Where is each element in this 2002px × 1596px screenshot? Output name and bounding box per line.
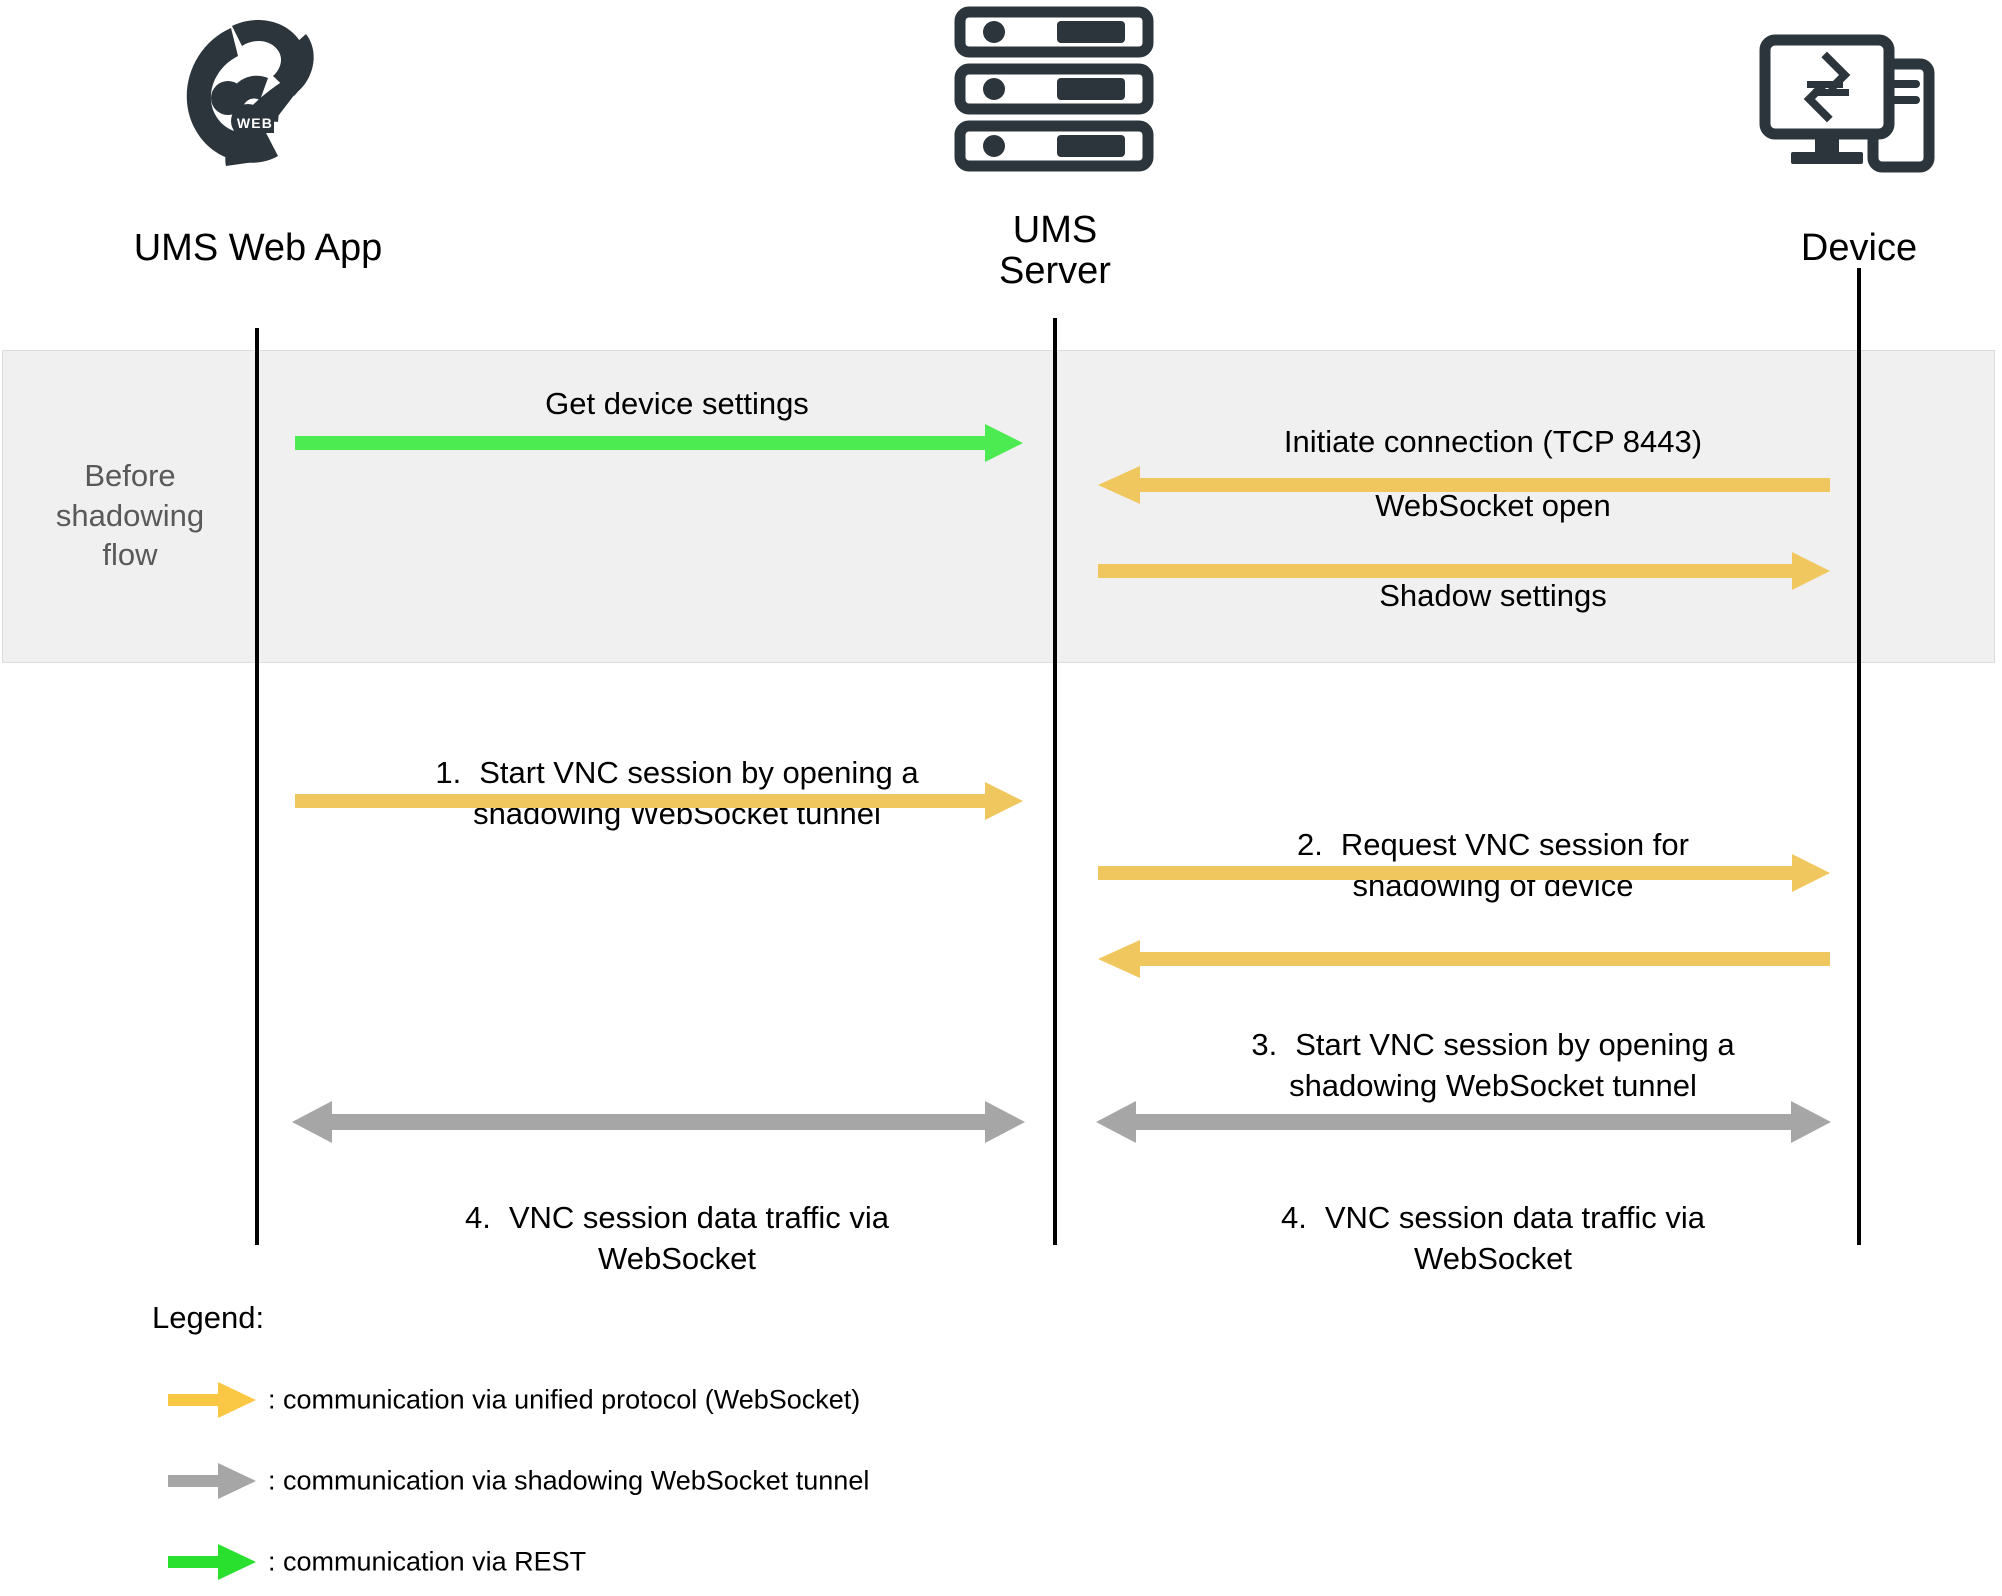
lifeline-device — [1857, 268, 1861, 1245]
svg-text:WEB: WEB — [237, 115, 273, 131]
message-label-initiate-connection: Initiate connection (TCP 8443) — [1283, 424, 1703, 459]
message-arrow-step-4-right — [1096, 1101, 1831, 1143]
message-label-websocket-open: WebSocket open — [1375, 488, 1611, 523]
message-number-step-2: 2. — [1297, 827, 1323, 863]
message-number-step-3: 3. — [1251, 1027, 1278, 1063]
legend-row-rest: : communication via REST — [168, 1540, 1068, 1584]
message-arrow-step-2 — [1098, 854, 1830, 892]
legend-row-shadow-tunnel: : communication via shadowing WebSocket … — [168, 1459, 1068, 1503]
actor-label-device: Device — [1800, 227, 1918, 269]
message-arrow-step-4-left — [292, 1101, 1025, 1143]
message-number-step-1: 1. — [435, 755, 462, 791]
lifeline-ums-web-app — [255, 328, 259, 1245]
phase-band-before-shadowing — [2, 350, 1995, 663]
message-arrow-websocket-open — [1098, 552, 1830, 590]
legend-arrow-unified-protocol-icon — [168, 1382, 256, 1418]
message-arrow-step-3 — [1098, 940, 1830, 978]
legend-title: Legend: — [152, 1300, 265, 1335]
legend-arrow-shadow-tunnel-icon — [168, 1463, 256, 1499]
actor-label-ums-server: UMS Server — [999, 209, 1111, 293]
message-label-step-4-right: 4. VNC session data traffic via WebSocket — [1093, 1158, 1893, 1279]
phase-band-label: Before shadowing flow — [55, 458, 205, 573]
lifeline-ums-server — [1053, 318, 1057, 1245]
server-rack-icon — [954, 6, 1154, 172]
message-text-step-4-left: VNC session data traffic via WebSocket — [508, 1200, 890, 1276]
legend-text-unified-protocol: : communication via unified protocol (We… — [268, 1384, 861, 1415]
legend-arrow-rest-icon — [168, 1544, 256, 1580]
desktop-device-icon — [1759, 34, 1935, 173]
message-label-get-device-settings: Get device settings — [545, 386, 809, 421]
legend-row-unified-protocol: : communication via unified protocol (We… — [168, 1378, 1068, 1422]
message-text-step-4-right: VNC session data traffic via WebSocket — [1324, 1200, 1706, 1276]
ums-web-logo-icon: WEB — [186, 20, 314, 166]
message-label-step-4-left: 4. VNC session data traffic via WebSocket — [297, 1158, 1057, 1279]
legend-text-rest: : communication via REST — [268, 1546, 587, 1577]
legend-text-shadow-tunnel: : communication via shadowing WebSocket … — [268, 1465, 870, 1496]
message-text-step-3: Start VNC session by opening a shadowing… — [1289, 1027, 1735, 1103]
actor-label-ums-web-app: UMS Web App — [133, 227, 383, 269]
message-number-step-4-right: 4. — [1280, 1200, 1307, 1236]
message-label-shadow-settings: Shadow settings — [1379, 578, 1607, 613]
message-label-step-3: 3. Start VNC session by opening a shadowi… — [1093, 985, 1893, 1106]
message-arrow-step-1 — [295, 782, 1023, 820]
message-arrow-get-device-settings — [295, 424, 1023, 462]
message-number-step-4-left: 4. — [464, 1200, 491, 1236]
message-arrow-initiate-connection — [1098, 466, 1830, 504]
